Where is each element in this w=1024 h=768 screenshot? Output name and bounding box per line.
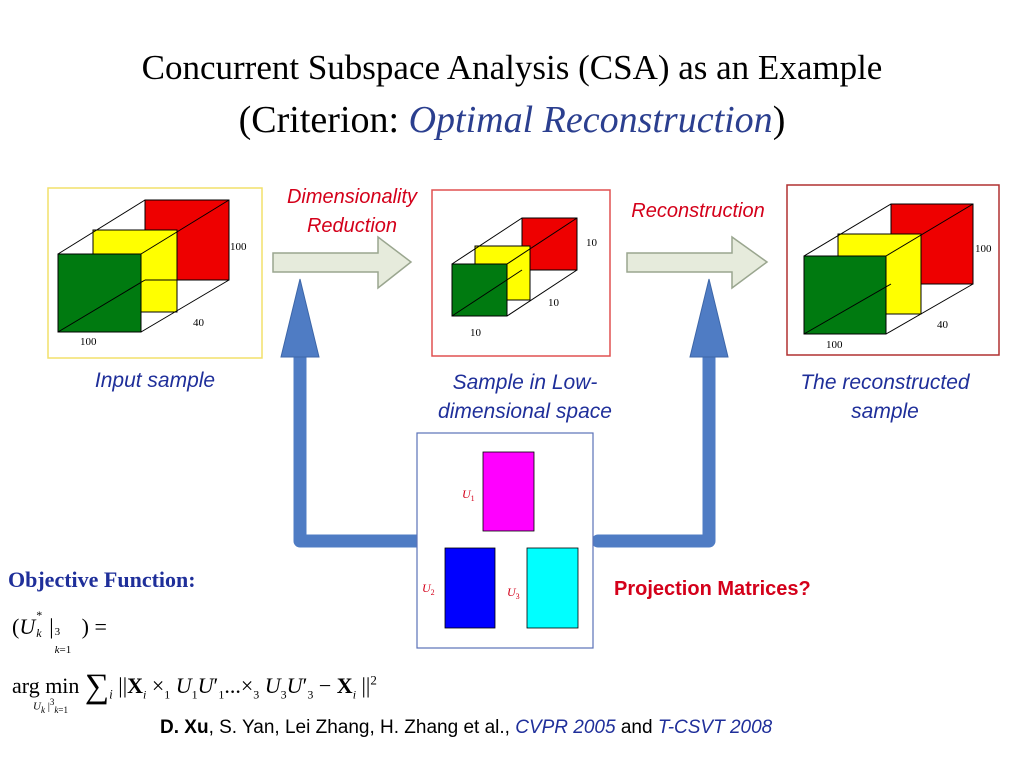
- recon-edge-tl: [803, 203, 892, 257]
- input-edge-tl: [57, 199, 146, 255]
- input-sample-group: 100 40 100: [47, 187, 263, 359]
- input-sample-frame: [47, 187, 263, 359]
- recon-dim-depth: 100: [975, 243, 992, 255]
- recon-edge-tr: [885, 203, 974, 257]
- low-dim-depth: 10: [586, 237, 598, 249]
- reduction-line1: Dimensionality: [286, 186, 418, 208]
- citation: D. Xu, S. Yan, Lei Zhang, H. Zhang et al…: [160, 717, 772, 739]
- projection-matrices-box: U1 U2 U3: [416, 432, 594, 649]
- recon-label-line2: sample: [851, 400, 919, 423]
- input-dim-depth: 100: [230, 241, 247, 253]
- recon-dim-width: 40: [937, 319, 949, 331]
- input-edge-br: [140, 279, 230, 333]
- input-dim-height: 100: [80, 336, 97, 348]
- objective-function-heading: Objective Function:: [8, 567, 196, 592]
- criterion-prefix: (Criterion:: [238, 99, 409, 141]
- citation-lead-author: D. Xu: [160, 717, 209, 738]
- right-blue-arrow-icon: [591, 278, 729, 548]
- objective-argmin-subscript: Uk |3k=1: [33, 697, 68, 715]
- input-sample-label: Input sample: [94, 369, 216, 392]
- slide-title-line2: (Criterion: Optimal Reconstruction): [0, 98, 1024, 142]
- low-edge-br: [506, 269, 578, 317]
- reconstruction-label: Reconstruction: [631, 200, 765, 222]
- matrix-u3: [526, 547, 579, 629]
- dimensionality-reduction-label: Dimensionality Reduction: [266, 183, 438, 241]
- citation-venue-cvpr: CVPR 2005: [515, 717, 616, 738]
- objective-rhs: arg min ∑i ||Xi ×1 U1U′1...×3 U3U′3 − Xi…: [12, 668, 377, 705]
- low-edge-tl: [451, 217, 523, 265]
- low-dim-height: 10: [470, 327, 482, 339]
- matrix-u1: [482, 451, 535, 532]
- input-dim-width: 40: [193, 317, 205, 329]
- citation-venue-tcsvt: T-CSVT 2008: [657, 717, 773, 738]
- criterion-emphasis: Optimal Reconstruction: [408, 99, 773, 141]
- low-dim-sample-group: 10 10 10: [431, 189, 611, 357]
- reduction-arrow-icon: [272, 235, 413, 290]
- matrix-u2: [444, 547, 496, 629]
- citation-and: and: [615, 717, 658, 738]
- low-edge-bl: [451, 269, 523, 317]
- low-dim-label-line1: Sample in Low-: [452, 371, 598, 394]
- low-edge-tr: [506, 217, 578, 265]
- low-dim-sample-frame: [431, 189, 611, 357]
- recon-green-slice: [803, 255, 887, 335]
- recon-label-line1: The reconstructed: [800, 371, 970, 394]
- reconstructed-sample-label: The reconstructed sample: [770, 368, 1000, 426]
- recon-edge-bl: [803, 283, 892, 335]
- recon-edge-br: [885, 283, 974, 335]
- input-edge-bl: [57, 279, 146, 333]
- low-dim-label-line2: dimensional space: [438, 400, 612, 423]
- reconstructed-sample-group: 100 40 100: [786, 184, 1000, 356]
- projection-matrices-question: Projection Matrices?: [614, 578, 811, 600]
- reconstructed-sample-frame: [786, 184, 1000, 356]
- citation-authors: , S. Yan, Lei Zhang, H. Zhang et al.,: [208, 717, 516, 738]
- reconstruction-arrow-icon: [626, 235, 769, 290]
- criterion-suffix: ): [772, 99, 786, 141]
- slide-title-line1: Concurrent Subspace Analysis (CSA) as an…: [141, 48, 883, 87]
- low-red-slice: [521, 217, 578, 271]
- low-dim-sample-label: Sample in Low- dimensional space: [405, 368, 645, 426]
- left-blue-arrow-icon: [280, 278, 424, 548]
- input-green-slice: [57, 253, 142, 333]
- input-edge-tr: [140, 199, 230, 255]
- reduction-line2: Reduction: [306, 215, 398, 237]
- recon-dim-height: 100: [826, 339, 843, 351]
- low-dim-width: 10: [548, 297, 560, 309]
- low-green-slice: [451, 263, 508, 317]
